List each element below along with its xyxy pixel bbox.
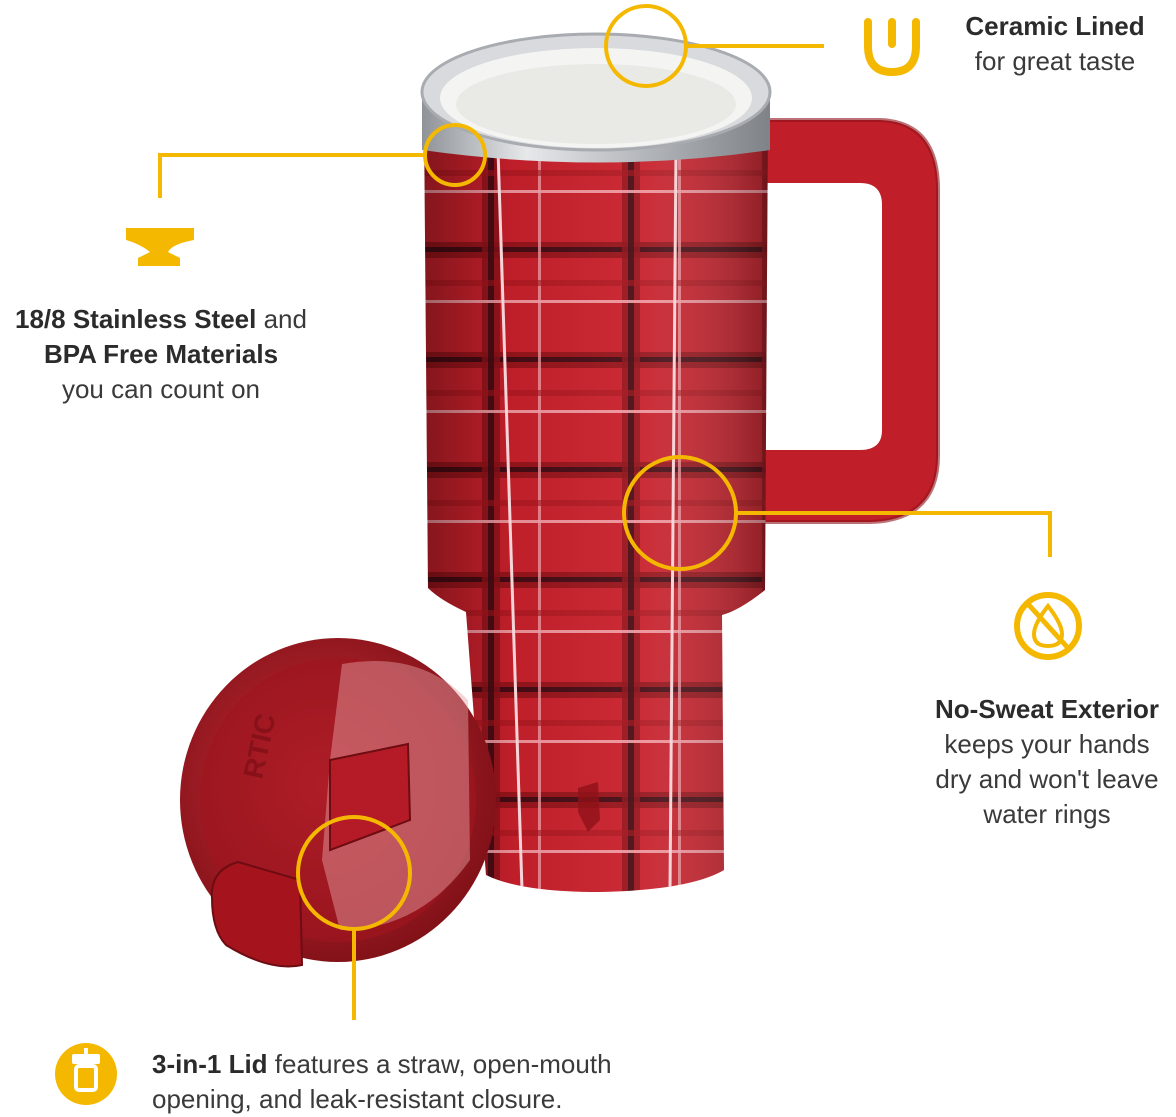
callout-lid: 3-in-1 Lid features a straw, open-mouth …: [152, 1047, 712, 1117]
callout-steel: 18/8 Stainless Steel and BPA Free Materi…: [0, 302, 322, 407]
steel-line1-rest: and: [256, 304, 307, 334]
callout-ceramic-connector: [604, 4, 824, 88]
steel-line2-bold: BPA Free Materials: [43, 339, 279, 369]
tumbler-body: [420, 32, 772, 892]
tumbler-handle: [740, 118, 940, 524]
lid-bold: 3-in-1 Lid: [152, 1049, 268, 1079]
anvil-icon: [126, 228, 194, 266]
sweat-line1: keeps your hands: [944, 729, 1150, 759]
no-water-drop-icon: [1014, 592, 1082, 660]
lid-icon: [55, 1043, 117, 1105]
sweat-line2: dry and won't leave: [935, 764, 1159, 794]
sweat-title: No-Sweat Exterior: [935, 694, 1159, 724]
ceramic-body: for great taste: [974, 46, 1136, 76]
callout-lid-connector: [296, 815, 412, 1020]
sweat-line3: water rings: [983, 799, 1111, 829]
callout-steel-connector: [158, 123, 487, 198]
callout-ceramic: Ceramic Lined for great taste: [930, 9, 1176, 79]
steel-line1-bold: 18/8 Stainless Steel: [15, 304, 257, 334]
lid-line1-rest: features a straw, open-mouth: [267, 1049, 612, 1079]
ceramic-title: Ceramic Lined: [965, 11, 1145, 41]
steel-line3: you can count on: [61, 374, 261, 404]
callout-sweat: No-Sweat Exterior keeps your hands dry a…: [912, 692, 1176, 832]
tumbler-lid: RTIC: [180, 638, 496, 968]
u-cup-icon: [864, 18, 920, 77]
lid-line2: opening, and leak-resistant closure.: [152, 1084, 563, 1114]
callout-sweat-connector: [622, 455, 1052, 571]
